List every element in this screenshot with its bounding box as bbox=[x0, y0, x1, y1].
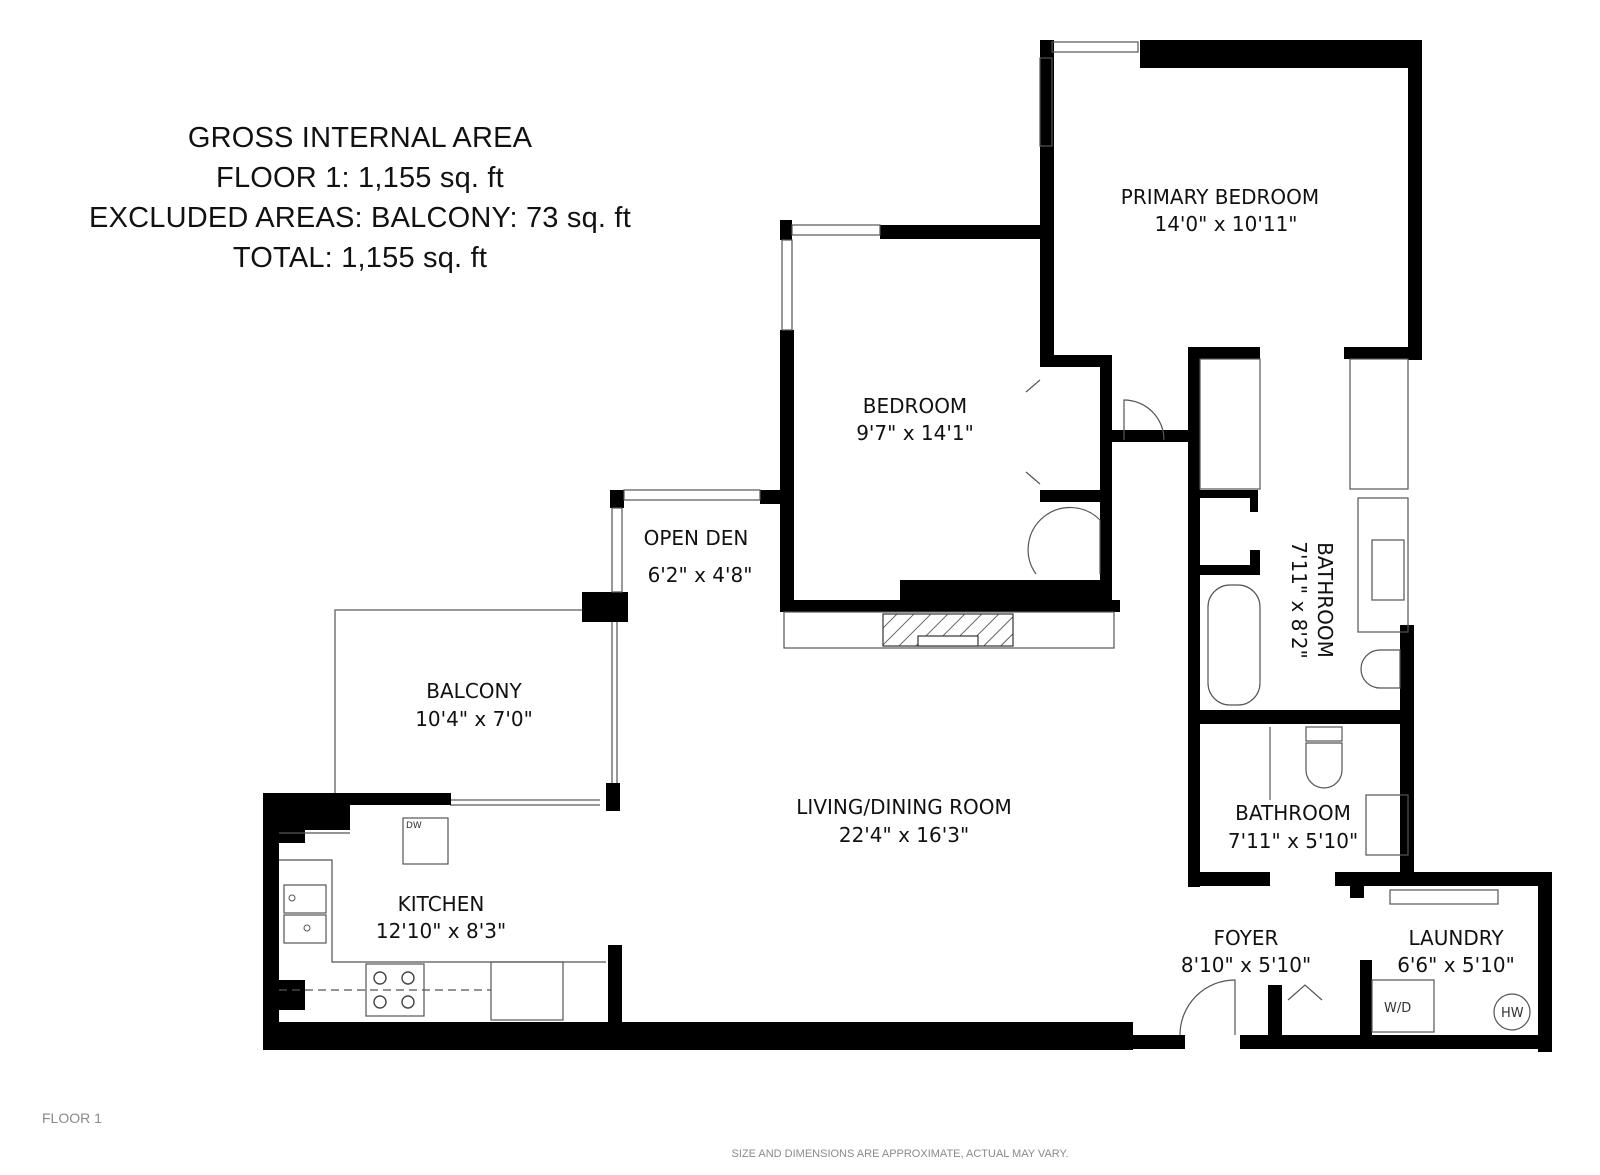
floor-area: FLOOR 1: 1,155 sq. ft bbox=[216, 162, 504, 194]
bedroom-walls bbox=[780, 220, 1120, 612]
kitchen-sinks bbox=[288, 894, 311, 932]
laundry-name: LAUNDRY bbox=[1408, 926, 1504, 950]
dishwasher-label: DW bbox=[406, 821, 422, 831]
washer-dryer-label: W/D bbox=[1384, 1001, 1411, 1016]
fireplace bbox=[783, 611, 1115, 649]
bathroom-fixtures bbox=[1199, 358, 1531, 1033]
hot-water-label: HW bbox=[1501, 1006, 1524, 1021]
open-den-windows bbox=[611, 489, 761, 593]
kitchen-name: KITCHEN bbox=[398, 892, 485, 916]
foyer-size: 8'10" x 5'10" bbox=[1181, 953, 1311, 977]
area-title: GROSS INTERNAL AREA bbox=[187, 122, 533, 154]
kitchen-counters bbox=[279, 817, 606, 1021]
living-dining-size: 22'4" x 16'3" bbox=[839, 823, 969, 847]
ensuite-bathroom-name: BATHROOM bbox=[1313, 542, 1337, 658]
open-den-size: 6'2" x 4'8" bbox=[648, 563, 753, 587]
kitchen-size: 12'10" x 8'3" bbox=[376, 919, 506, 943]
excluded-area: EXCLUDED AREAS: BALCONY: 73 sq. ft bbox=[89, 202, 631, 234]
open-den-name: OPEN DEN bbox=[644, 526, 749, 550]
area-summary: GROSS INTERNAL AREA FLOOR 1: 1,155 sq. f… bbox=[60, 118, 660, 278]
primary-bedroom-windows bbox=[1039, 41, 1139, 147]
kitchen-walls bbox=[263, 793, 1133, 1050]
bedroom-windows bbox=[781, 224, 881, 331]
living-dining-name: LIVING/DINING ROOM bbox=[796, 795, 1011, 819]
disclaimer: SIZE AND DIMENSIONS ARE APPROXIMATE, ACT… bbox=[731, 1148, 1069, 1160]
primary-bedroom-size: 14'0" x 10'11" bbox=[1154, 212, 1297, 236]
primary-bedroom-name: PRIMARY BEDROOM bbox=[1121, 185, 1319, 209]
bathroom-walls bbox=[1133, 347, 1552, 1052]
primary-bedroom-walls bbox=[1040, 40, 1422, 505]
bedroom-name: BEDROOM bbox=[863, 394, 967, 418]
bedroom-size: 9'7" x 14'1" bbox=[856, 421, 974, 445]
bathroom-size: 7'11" x 5'10" bbox=[1228, 829, 1358, 853]
total-area: TOTAL: 1,155 sq. ft bbox=[232, 242, 488, 274]
balcony-post bbox=[606, 783, 620, 811]
open-den-walls bbox=[582, 490, 790, 622]
floor-label: FLOOR 1 bbox=[42, 1110, 102, 1126]
ensuite-bathroom-size: 7'11" x 8'2" bbox=[1287, 541, 1311, 659]
laundry-size: 6'6" x 5'10" bbox=[1397, 953, 1515, 977]
kitchen-stove bbox=[373, 971, 415, 1009]
bathroom-name: BATHROOM bbox=[1235, 801, 1351, 825]
foyer-name: FOYER bbox=[1214, 926, 1279, 950]
doors bbox=[1025, 379, 1323, 1036]
balcony-size: 10'4" x 7'0" bbox=[415, 707, 533, 731]
room-labels: PRIMARY BEDROOM 14'0" x 10'11" BEDROOM 9… bbox=[376, 185, 1515, 977]
balcony-name: BALCONY bbox=[426, 679, 522, 703]
balcony-outline bbox=[334, 609, 618, 806]
